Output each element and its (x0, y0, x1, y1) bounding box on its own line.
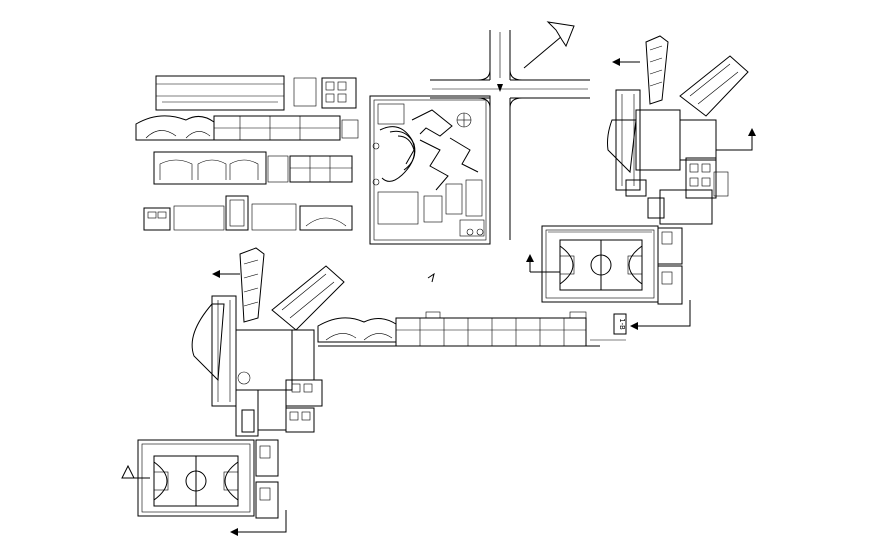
level-marker-icon (121, 464, 150, 479)
floor-plan-lower-left (191, 247, 345, 437)
long-section-elevation (317, 311, 626, 347)
basketball-court-left (121, 439, 287, 536)
floor-plan-upper-right (607, 35, 756, 225)
road-intersection (430, 30, 590, 240)
section-marker: 1-B (613, 300, 691, 335)
north-arrow-icon (523, 21, 575, 69)
elevation-drawings (135, 75, 359, 231)
site-plan (369, 95, 491, 245)
basketball-court-right (526, 225, 683, 305)
stray-mark (427, 272, 435, 283)
section-marker-label: 1-B (618, 318, 626, 330)
